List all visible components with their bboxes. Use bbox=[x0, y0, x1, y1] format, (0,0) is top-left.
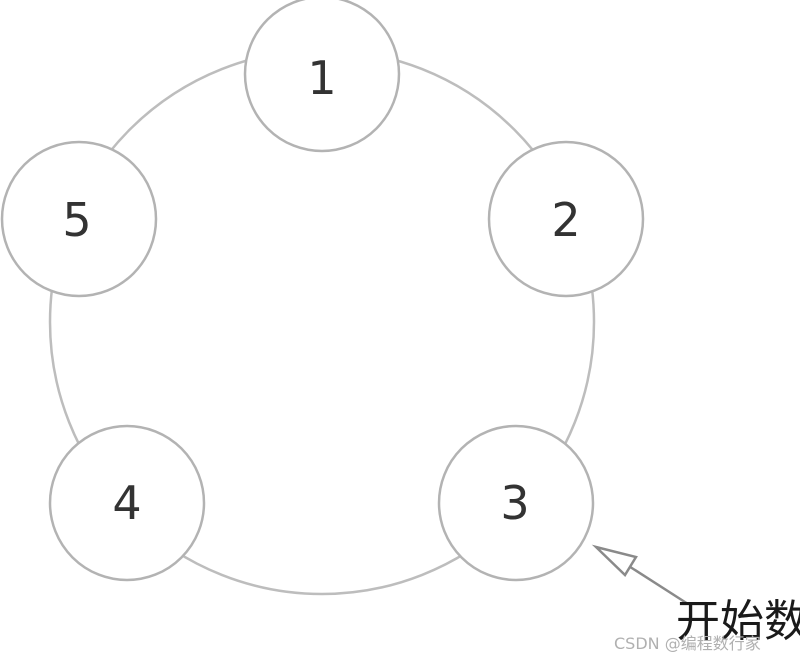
node-2-circle bbox=[487, 140, 645, 298]
node-2: 2 bbox=[487, 140, 645, 298]
start-arrow-shaft bbox=[623, 561, 689, 606]
start-arrow bbox=[591, 544, 689, 606]
node-1-label: 1 bbox=[307, 51, 336, 105]
node-4: 4 bbox=[48, 424, 206, 582]
node-4-circle bbox=[48, 424, 206, 582]
node-4-label: 4 bbox=[112, 476, 141, 530]
node-5: 5 bbox=[0, 140, 158, 298]
node-5-label: 5 bbox=[62, 193, 91, 247]
start-arrow-head bbox=[591, 544, 638, 577]
node-3: 3 bbox=[437, 424, 595, 582]
node-3-label: 3 bbox=[500, 476, 529, 530]
watermark: CSDN @编程数行家 bbox=[614, 634, 761, 653]
node-3-circle bbox=[437, 424, 595, 582]
start-label: 开始数 bbox=[676, 596, 800, 647]
node-2-label: 2 bbox=[551, 193, 580, 247]
node-1-circle bbox=[243, 0, 401, 153]
node-1: 1 bbox=[243, 0, 401, 153]
node-5-circle bbox=[0, 140, 158, 298]
